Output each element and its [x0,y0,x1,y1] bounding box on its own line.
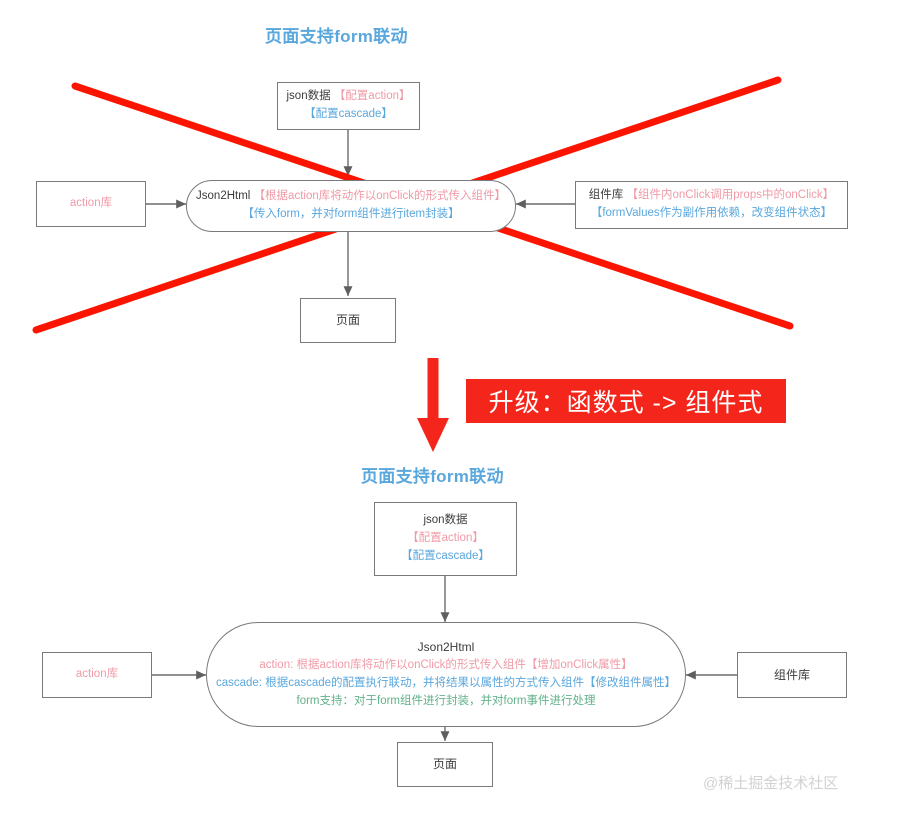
new-json2html-cascade-line: cascade: 根据cascade的配置执行联动，并将结果以属性的方式传入组件… [215,676,677,689]
new-action-library-node: action库 [42,652,152,698]
new-page-node: 页面 [397,742,493,787]
upgrade-banner: 升级：函数式 -> 组件式 [466,379,786,423]
new-json2html-form-line: form支持：对于form组件进行封装，并对form事件进行处理 [296,694,596,707]
old-action-library-label: action库 [69,197,113,210]
new-json-data-node: json数据 【配置action】 【配置cascade】 [374,502,517,576]
new-component-library-label: 组件库 [773,667,810,682]
old-component-library-node: 组件库 【组件内onClick调用props中的onClick】 【formVa… [575,181,848,229]
old-component-library-formvalues-note: 【formValues作为副作用依赖，改变组件状态】 [590,207,833,219]
old-component-library-onclick-note: 【组件内onClick调用props中的onClick】 [626,189,835,202]
new-json2html-title: Json2Html [417,640,475,655]
old-json-data-node: json数据 【配置action】 【配置cascade】 [277,82,420,130]
old-component-library-label: 组件库 [588,189,624,202]
old-page-label: 页面 [335,313,360,328]
old-section-title: 页面支持form联动 [265,27,408,46]
old-json-line1: json数据 【配置action】 [287,88,411,106]
new-json-cascade-tag: 【配置cascade】 [401,549,490,562]
old-json2html-line1: Json2Html 【根据action库将动作以onClick的形式传入组件】 [196,188,506,206]
old-json-cascade-tag: 【配置cascade】 [304,108,393,120]
new-json-label: json数据 [423,514,468,527]
old-component-library-line1: 组件库 【组件内onClick调用props中的onClick】 [589,187,834,205]
new-action-library-label: action库 [75,668,119,681]
new-json2html-action-line: action: 根据action库将动作以onClick的形式传入组件【增加on… [259,659,633,672]
old-json-action-tag: 【配置action】 [333,90,411,103]
old-action-library-node: action库 [36,181,146,227]
old-json-label: json数据 [286,90,331,103]
new-json-action-tag: 【配置action】 [407,532,484,545]
new-json2html-node: Json2Html action: 根据action库将动作以onClick的形… [206,622,686,727]
red-down-arrow [417,358,449,452]
old-json2html-form-note: 【传入form，并对form组件进行item封装】 [242,208,460,220]
new-section-title: 页面支持form联动 [361,467,504,486]
new-component-library-node: 组件库 [737,652,847,698]
old-json2html-action-note: 【根据action库将动作以onClick的形式传入组件】 [253,190,506,203]
old-json2html-node: Json2Html 【根据action库将动作以onClick的形式传入组件】 … [186,180,516,232]
new-page-label: 页面 [432,757,457,772]
old-json2html-label: Json2Html [196,190,251,203]
old-page-node: 页面 [300,298,396,343]
watermark: @稀土掘金技术社区 [703,775,839,792]
